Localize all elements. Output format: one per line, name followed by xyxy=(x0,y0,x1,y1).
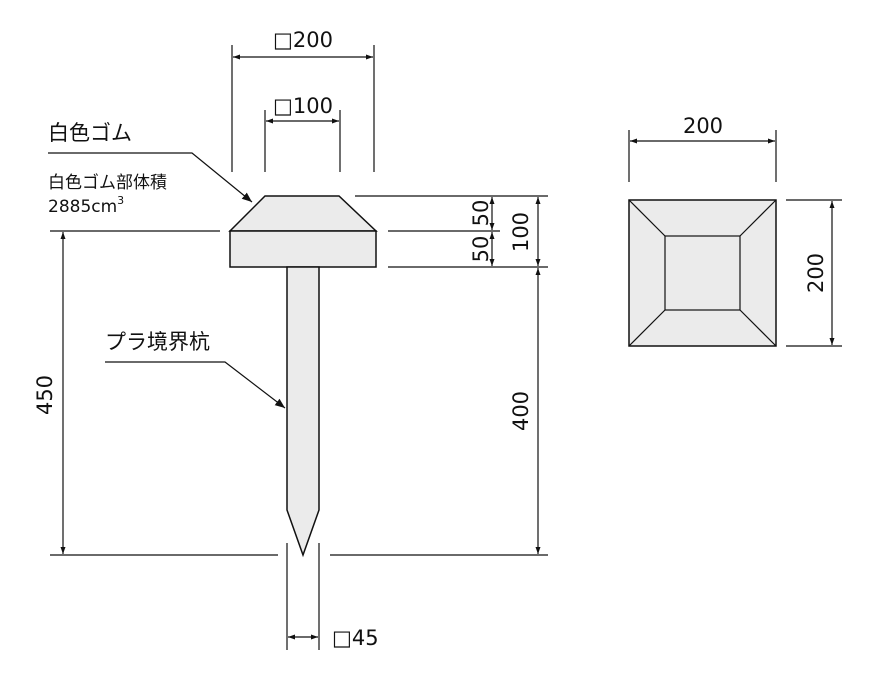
plan-view: 200 200 xyxy=(628,114,842,347)
dim-top-inner: □100 xyxy=(264,94,341,172)
dim-head-upper-label: 50 xyxy=(469,200,493,227)
dim-total-length: 450 xyxy=(33,230,278,556)
dim-total-length-label: 450 xyxy=(33,375,57,415)
dim-stake-length-label: 400 xyxy=(509,391,533,431)
stake-body xyxy=(286,266,320,558)
plan-height-label: 200 xyxy=(804,253,828,293)
rubber-volume-value: 2885cm3 xyxy=(48,194,124,217)
dim-top-width: □200 xyxy=(231,28,375,172)
dim-right: 50 50 100 400 xyxy=(330,195,548,556)
rubber-head-base xyxy=(229,230,377,268)
dim-top-width-label: □200 xyxy=(273,28,333,52)
rubber-volume-label: 白色ゴム部体積 xyxy=(48,172,167,193)
stake-leader xyxy=(105,361,286,409)
dim-top-inner-label: □100 xyxy=(273,94,333,118)
stake-side-view xyxy=(228,195,378,558)
rubber-label: 白色ゴム xyxy=(48,121,132,145)
rubber-leader xyxy=(48,152,253,203)
dim-stake-width-label: □45 xyxy=(332,626,379,650)
stake-label: プラ境界杭 xyxy=(105,330,210,354)
dim-stake-width: □45 xyxy=(286,543,379,650)
dim-head-lower-label: 50 xyxy=(469,236,493,263)
dim-head-total-label: 100 xyxy=(509,212,533,252)
plan-width-label: 200 xyxy=(683,114,723,138)
